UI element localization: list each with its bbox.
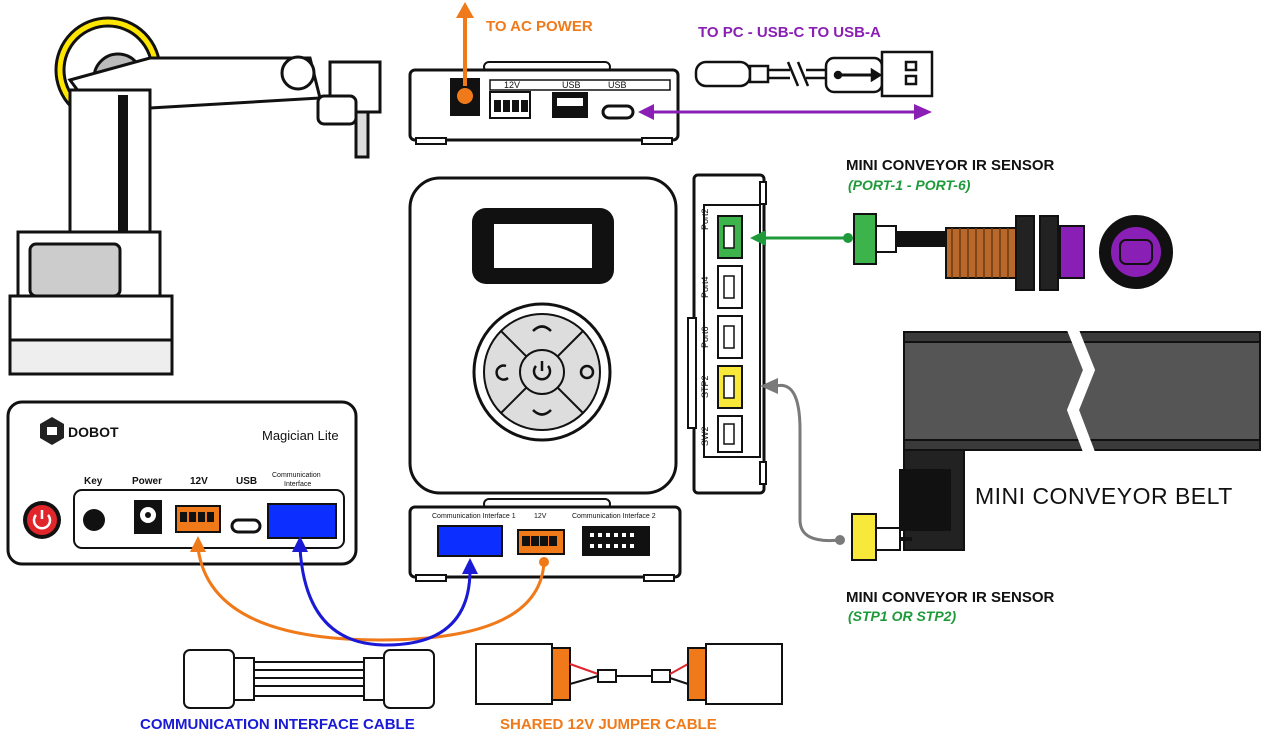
- comm1-label: Communication Interface 1: [432, 513, 516, 520]
- top-12v-label: 12V: [504, 80, 521, 90]
- ir-sensor-bottom-ports: (STP1 OR STP2): [848, 608, 957, 624]
- port6-label: Port6: [700, 326, 710, 348]
- base-usb-label: USB: [236, 476, 258, 487]
- robot-arm-illustration: [8, 16, 382, 376]
- base-comm-label-1: Communication: [272, 472, 321, 479]
- ir-sensor-top-ports: (PORT-1 - PORT-6): [848, 177, 971, 193]
- comm-cable-arrow: [298, 547, 472, 647]
- top-usb-a-label: USB: [562, 80, 581, 90]
- top-usb-c-label: USB: [608, 80, 627, 90]
- stp-cable-arrow: [775, 383, 841, 543]
- 12v-jumper-arrow: [196, 547, 546, 642]
- usb-symbol-icon: [833, 67, 883, 83]
- comm2-label: Communication Interface 2: [572, 513, 656, 520]
- jumper-cable-illustration: [475, 643, 783, 705]
- conveyor-belt-illustration: [851, 329, 1261, 561]
- port4-label: Port4: [700, 276, 710, 298]
- down-arrow-icon[interactable]: [532, 409, 552, 416]
- usb-cable-illustration: [694, 50, 934, 98]
- ctrl-comm2-port: [582, 526, 650, 556]
- to-pc-label: TO PC - USB-C TO USB-A: [698, 24, 881, 41]
- dobot-logo-icon: [40, 417, 64, 445]
- rotate-icon[interactable]: [495, 364, 509, 381]
- model-label: Magician Lite: [262, 428, 339, 443]
- base-comm-port: [267, 503, 337, 539]
- power-label: Power: [132, 476, 163, 487]
- ir-sensor-top-illustration: [853, 213, 1173, 291]
- ir-sensor-bottom-title: MINI CONVEYOR IR SENSOR: [846, 589, 1055, 606]
- to-ac-power-label: TO AC POWER: [486, 18, 593, 35]
- controller-bottom-panel: [408, 498, 682, 582]
- sw2-label: SW2: [700, 426, 710, 446]
- bottom-12v-label: 12V: [534, 513, 547, 520]
- up-arrow-icon[interactable]: [532, 325, 552, 332]
- comm-cable-illustration: [183, 649, 435, 709]
- base-usb-c-port: [230, 518, 262, 534]
- brand-label: DOBOT: [68, 424, 119, 440]
- key-label: Key: [84, 476, 103, 487]
- robot-base-panel: [6, 400, 358, 566]
- port2-label: Port2: [700, 208, 710, 230]
- base-comm-label-2: Interface: [284, 481, 312, 488]
- ir-sensor-top-title: MINI CONVEYOR IR SENSOR: [846, 157, 1055, 174]
- controller-top-panel: [408, 2, 932, 145]
- base-12v-label: 12V: [190, 476, 208, 487]
- conveyor-belt-label: MINI CONVEYOR BELT: [975, 483, 1233, 509]
- ctrl-comm1-port: [437, 525, 503, 557]
- stp2-label: STP2: [700, 375, 710, 398]
- stp2-socket: [717, 365, 743, 409]
- power-button-icon[interactable]: [23, 501, 61, 539]
- key-button[interactable]: [83, 509, 105, 531]
- confirm-circle-icon[interactable]: [579, 364, 595, 380]
- comm-cable-label: COMMUNICATION INTERFACE CABLE: [140, 716, 415, 733]
- power-icon[interactable]: [532, 361, 552, 381]
- jumper-cable-label: SHARED 12V JUMPER CABLE: [500, 716, 717, 733]
- controller-side-panel: [687, 173, 767, 495]
- controller-front: [408, 176, 678, 495]
